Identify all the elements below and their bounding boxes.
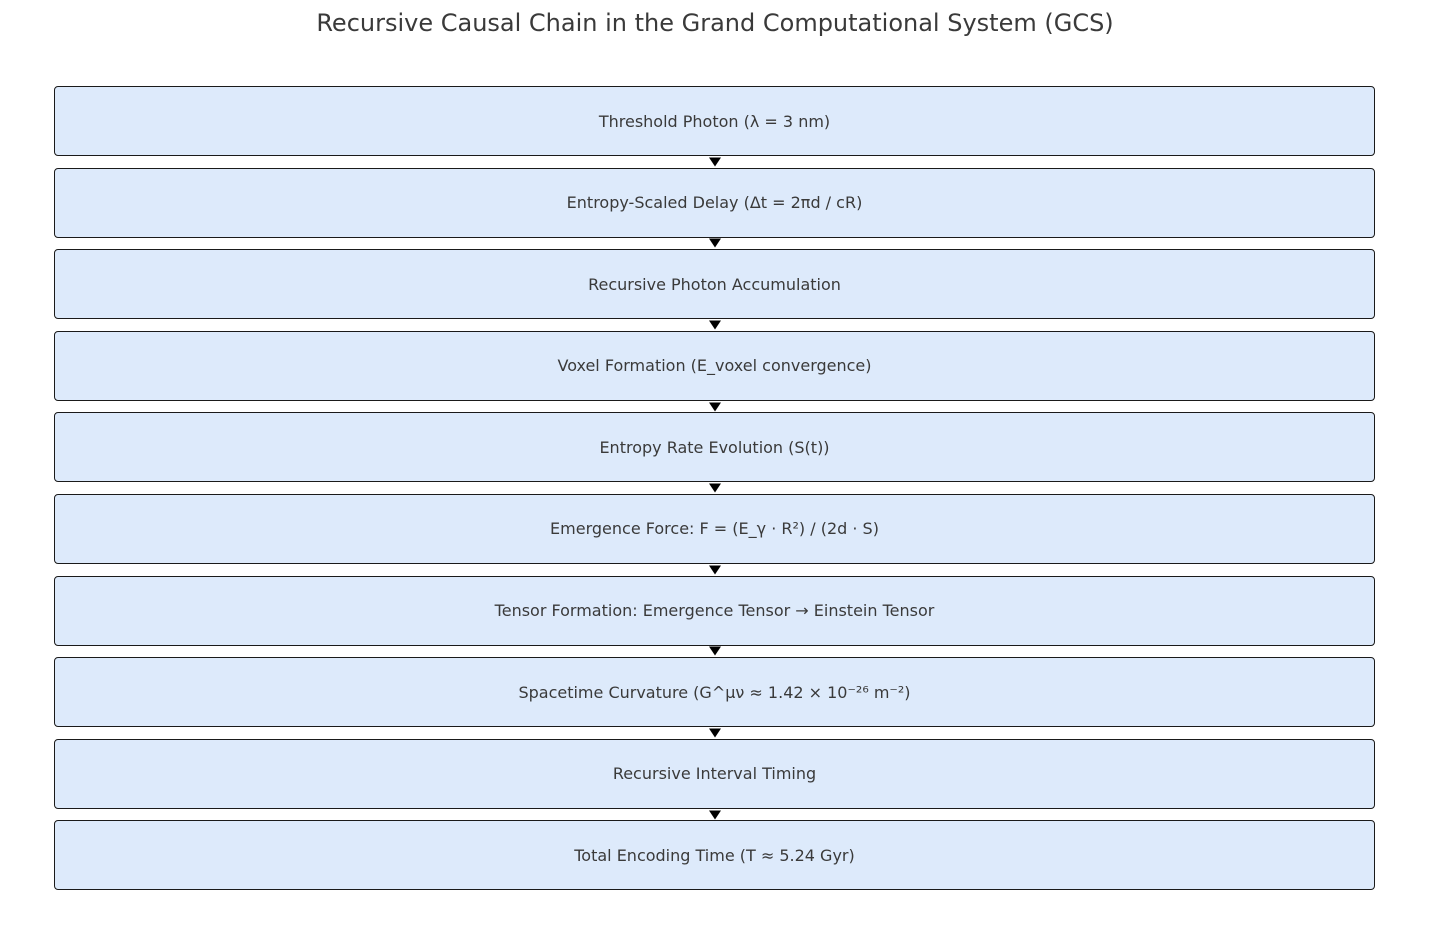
- arrow-down-icon: [708, 483, 721, 493]
- arrow-down-icon: [708, 646, 721, 656]
- flow-step-box: Tensor Formation: Emergence Tensor → Ein…: [54, 575, 1375, 646]
- flow-step: Recursive Photon Accumulation: [54, 249, 1375, 331]
- flow-connector: [54, 727, 1375, 739]
- flow-step-label: Entropy-Scaled Delay (Δt = 2πd / cR): [566, 193, 863, 213]
- flow-connector: [54, 809, 1375, 821]
- flow-connector: [54, 564, 1375, 576]
- flow-connector: [54, 401, 1375, 413]
- arrow-down-icon: [708, 402, 721, 412]
- flow-step-box: Voxel Formation (E_voxel convergence): [54, 330, 1375, 401]
- flow-connector: [54, 482, 1375, 494]
- flow-step: Spacetime Curvature (G^μν ≈ 1.42 × 10⁻²⁶…: [54, 657, 1375, 739]
- arrow-down-icon: [708, 157, 721, 167]
- flow-step: Tensor Formation: Emergence Tensor → Ein…: [54, 575, 1375, 658]
- flow-step: Threshold Photon (λ = 3 nm): [54, 86, 1375, 168]
- arrow-down-icon: [708, 565, 721, 575]
- arrow-down-icon: [708, 810, 721, 820]
- arrow-down-icon: [708, 320, 721, 330]
- arrow-down-icon: [708, 728, 721, 738]
- flow-step-box: Entropy-Scaled Delay (Δt = 2πd / cR): [54, 167, 1375, 238]
- flow-step: Voxel Formation (E_voxel convergence): [54, 330, 1375, 413]
- flow-step-label: Tensor Formation: Emergence Tensor → Ein…: [494, 601, 935, 621]
- flow-step-label: Emergence Force: F = (E_γ · R²) / (2d · …: [550, 519, 879, 539]
- flow-step: Emergence Force: F = (E_γ · R²) / (2d · …: [54, 493, 1375, 576]
- flow-step-box: Total Encoding Time (T ≈ 5.24 Gyr): [54, 820, 1375, 891]
- page-title: Recursive Causal Chain in the Grand Comp…: [316, 9, 1114, 37]
- flow-connector: [54, 319, 1375, 331]
- flow-step-label: Recursive Interval Timing: [612, 764, 817, 784]
- flow-step-box: Recursive Interval Timing: [54, 738, 1375, 809]
- flow-connector: [54, 646, 1375, 658]
- flow-step-box: Threshold Photon (λ = 3 nm): [54, 86, 1375, 156]
- flow-step-label: Entropy Rate Evolution (S(t)): [599, 437, 830, 457]
- arrow-down-icon: [708, 238, 721, 248]
- flow-step: Entropy-Scaled Delay (Δt = 2πd / cR): [54, 167, 1375, 250]
- flow-connector: [54, 238, 1375, 250]
- flow-step-label: Recursive Photon Accumulation: [588, 274, 841, 294]
- flow-step-label: Total Encoding Time (T ≈ 5.24 Gyr): [574, 845, 855, 865]
- flow-step: Entropy Rate Evolution (S(t)): [54, 412, 1375, 494]
- flow-step-label: Threshold Photon (λ = 3 nm): [598, 111, 831, 131]
- flow-step-box: Emergence Force: F = (E_γ · R²) / (2d · …: [54, 493, 1375, 564]
- flow-step-box: Recursive Photon Accumulation: [54, 249, 1375, 320]
- flow-step: Total Encoding Time (T ≈ 5.24 Gyr): [54, 820, 1375, 891]
- flow-step-label: Spacetime Curvature (G^μν ≈ 1.42 × 10⁻²⁶…: [518, 682, 911, 702]
- flow-step-box: Entropy Rate Evolution (S(t)): [54, 412, 1375, 483]
- flowchart: Threshold Photon (λ = 3 nm) Entropy-Scal…: [54, 86, 1375, 891]
- flow-step: Recursive Interval Timing: [54, 738, 1375, 821]
- flow-connector: [54, 156, 1375, 168]
- flow-step-label: Voxel Formation (E_voxel convergence): [557, 356, 872, 376]
- flow-step-box: Spacetime Curvature (G^μν ≈ 1.42 × 10⁻²⁶…: [54, 657, 1375, 728]
